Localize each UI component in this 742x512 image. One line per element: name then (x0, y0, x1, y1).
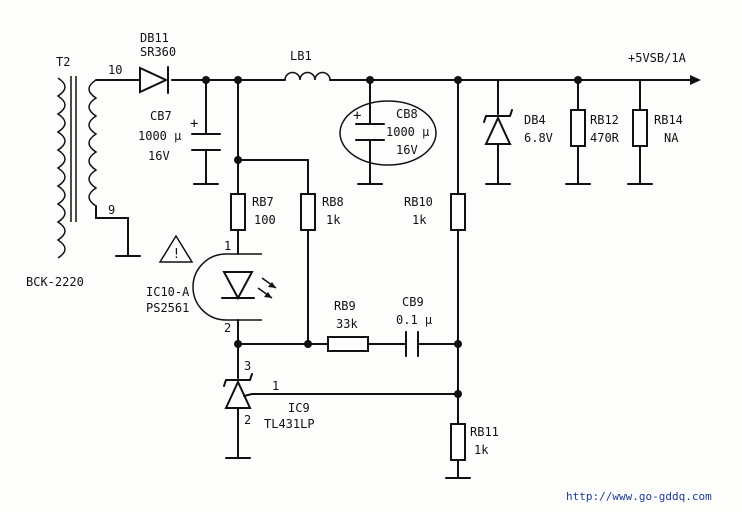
warning-icon: ! (158, 234, 194, 263)
junction-dots (202, 76, 582, 398)
resistor-rb10 (450, 193, 466, 231)
label-output-rail: +5VSB/1A (628, 51, 687, 65)
label-ic9-name: IC9 (288, 401, 310, 415)
label-rb11-name: RB11 (470, 425, 499, 439)
label-lb1: LB1 (290, 49, 312, 63)
resistor-rb14 (632, 109, 648, 147)
pin-10: 10 (108, 63, 122, 77)
label-cb7-name: CB7 (150, 109, 172, 123)
label-db11-part: SR360 (140, 45, 176, 59)
label-ic9-pin3: 3 (244, 359, 251, 373)
label-rb8-value: 1k (326, 213, 341, 227)
label-cb8-name: CB8 (396, 107, 418, 121)
resistor-rb11 (450, 423, 466, 461)
output-arrow-icon (690, 75, 701, 85)
cb8-highlight-ellipse (339, 100, 437, 166)
label-rb10-name: RB10 (404, 195, 433, 209)
label-ic9-pin1: 1 (272, 379, 279, 393)
label-db11-name: DB11 (140, 31, 169, 45)
zener-db4 (483, 109, 513, 145)
label-ic9-pin2: 2 (244, 413, 251, 427)
label-rb7-value: 100 (254, 213, 276, 227)
label-rb8-name: RB8 (322, 195, 344, 209)
label-cb7-voltage: 16V (148, 149, 170, 163)
label-t2: T2 (56, 55, 70, 69)
resistor-rb9 (327, 336, 369, 352)
label-rb9-value: 33k (336, 317, 358, 331)
capacitor-cb9 (405, 331, 419, 357)
label-rb14-value: NA (664, 131, 679, 145)
capacitor-cb7: + (190, 116, 221, 151)
svg-text:+: + (190, 116, 198, 132)
label-cb8-voltage: 16V (396, 143, 418, 157)
label-rb12-value: 470R (590, 131, 620, 145)
resistor-rb8 (300, 193, 316, 231)
transformer-t2 (56, 76, 98, 259)
optocoupler-ic10a (192, 253, 277, 321)
resistor-rb12 (570, 109, 586, 147)
label-rb9-name: RB9 (334, 299, 356, 313)
label-ic9-part: TL431LP (264, 417, 315, 431)
label-db4-name: DB4 (524, 113, 546, 127)
diode-db11 (139, 66, 169, 94)
label-bck-2220: BCK-2220 (26, 275, 84, 289)
label-rb10-value: 1k (412, 213, 427, 227)
shunt-regulator-ic9 (223, 373, 253, 409)
transformer-secondary-winding (88, 79, 98, 207)
label-rb7-name: RB7 (252, 195, 274, 209)
svg-text:!: ! (173, 247, 181, 262)
label-cb7-value: 1000 μ (138, 129, 181, 143)
resistor-rb7 (230, 193, 246, 231)
label-ic10-name: IC10-A (146, 285, 190, 299)
source-url: http://www.go-gddq.com (566, 490, 712, 503)
label-cb9-value: 0.1 μ (396, 313, 432, 327)
label-cb8-value: 1000 μ (386, 125, 429, 139)
pin-9: 9 (108, 203, 115, 217)
label-rb12-name: RB12 (590, 113, 619, 127)
label-rb14-name: RB14 (654, 113, 683, 127)
label-ic10-pin2: 2 (224, 321, 231, 335)
inductor-lb1 (284, 71, 331, 81)
label-cb9-name: CB9 (402, 295, 424, 309)
label-db4-value: 6.8V (524, 131, 553, 145)
svg-text:+: + (353, 108, 361, 124)
label-ic10-pin1: 1 (224, 239, 231, 253)
label-ic10-part: PS2561 (146, 301, 189, 315)
label-rb11-value: 1k (474, 443, 489, 457)
capacitor-cb8: + (353, 108, 385, 141)
